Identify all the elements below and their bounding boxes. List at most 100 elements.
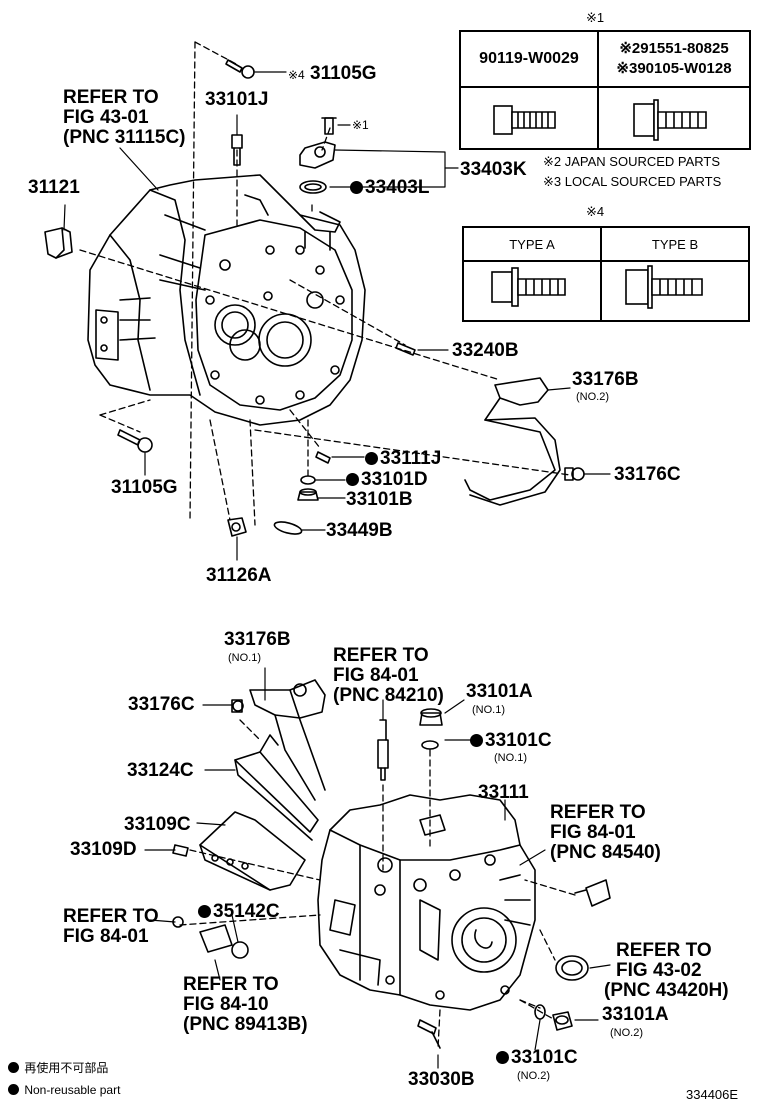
bolt-mark1-icon — [321, 117, 337, 135]
bracket-33176b-no2-icon — [464, 377, 561, 506]
leaders-bottom — [144, 667, 611, 1069]
label-33030b: 33030B — [408, 1069, 475, 1090]
label-33111: 33111 — [478, 782, 529, 803]
transmission-case-top — [87, 174, 366, 426]
label-33176b-no1: 33176B — [224, 629, 291, 650]
diagram-id: 334406E — [686, 1087, 739, 1102]
label-31126a: 31126A — [206, 565, 272, 586]
refer-c-line2: FIG 84-01 — [550, 822, 636, 843]
refer-c-line1: REFER TO — [550, 802, 646, 823]
stud-33101j-icon — [231, 134, 243, 166]
leaders-top — [63, 71, 611, 561]
table1-mark: ※1 — [586, 10, 605, 25]
pin-33111j-icon — [315, 451, 331, 464]
table1-col2: ※291551-80825 ※390105-W0128 — [597, 30, 751, 88]
bolt-33030b-icon — [417, 1019, 441, 1049]
label-33109c: 33109C — [124, 814, 191, 835]
table1-col2-line1: ※291551-80825 — [619, 40, 729, 57]
table2-img1 — [462, 260, 602, 322]
note-japan-sourced: ※2 JAPAN SOURCED PARTS — [543, 154, 721, 169]
refer-e-line3: (PNC 89413B) — [183, 1014, 308, 1035]
bolt-33176c-top-icon — [564, 467, 585, 481]
refer-b-line1: REFER TO — [333, 645, 429, 666]
refer-b-line2: FIG 84-01 — [333, 665, 419, 686]
label-33101j: 33101J — [205, 89, 269, 110]
mark4-ref: ※4 — [288, 68, 305, 82]
text-33101c-no1: 33101C — [485, 730, 552, 751]
label-33449b: 33449B — [326, 520, 393, 541]
label-33403k: 33403K — [460, 159, 527, 180]
part-31126a-icon — [227, 517, 247, 537]
table-bolt-types: TYPE A TYPE B — [462, 226, 750, 322]
bracket-33403k-icon — [299, 141, 336, 169]
refer-c-line3: (PNC 84540) — [550, 842, 661, 863]
legend-jp: 再使用不可部品 — [8, 1058, 108, 1078]
transaxle-case-bottom — [317, 794, 536, 1011]
plug-33101a-no2-icon — [552, 1011, 573, 1031]
label-31105g-top: ※4 31105G — [288, 64, 377, 85]
dashed-guides-bottom — [179, 719, 576, 1049]
table1-img1 — [459, 86, 599, 150]
label-33176b-no1-sub: (NO.1) — [228, 652, 261, 664]
refer-b-line3: (PNC 84210) — [333, 685, 444, 706]
non-reusable-dot — [496, 1051, 509, 1064]
refer-e-line1: REFER TO — [183, 974, 279, 995]
refer-f-line1: REFER TO — [616, 940, 712, 961]
table2-img2 — [600, 260, 750, 322]
label-31105g-bottom: 31105G — [111, 477, 178, 498]
label-33101c-no2: 33101C — [496, 1048, 578, 1068]
sensor-35142c-icon — [172, 916, 249, 959]
table2-mark: ※4 — [586, 204, 605, 219]
label-33101a-no1-sub: (NO.1) — [472, 704, 505, 716]
note-local-sourced: ※3 LOCAL SOURCED PARTS — [543, 174, 722, 189]
pin-33240b-icon — [395, 342, 416, 356]
non-reusable-dot — [346, 473, 359, 486]
text-33101c-no2: 33101C — [511, 1047, 578, 1068]
refer-a-line3: (PNC 31115C) — [63, 127, 186, 148]
plug-33101a-no1-icon — [419, 708, 443, 726]
label-31121: 31121 — [28, 177, 80, 198]
label-33176c-top: 33176C — [614, 464, 681, 485]
gasket-33449b-icon — [273, 521, 303, 535]
part-31121-icon — [44, 227, 73, 259]
label-33109d: 33109D — [70, 839, 137, 860]
table2-col1: TYPE A — [462, 226, 602, 262]
table1-col1: 90119-W0029 — [459, 30, 599, 88]
table2-col2: TYPE B — [600, 226, 750, 262]
plate-33124c-icon — [234, 734, 319, 841]
text-33403l: 33403L — [365, 177, 430, 198]
non-reusable-dot — [198, 905, 211, 918]
label-33101c-no1-sub: (NO.1) — [494, 752, 527, 764]
text-35142c: 35142C — [213, 901, 280, 922]
cover-33109c-icon — [199, 811, 306, 891]
refer-d-line1: REFER TO — [63, 906, 159, 927]
refer-f-line2: FIG 43-02 — [616, 960, 702, 981]
oil-seal-43420h-icon — [555, 955, 589, 981]
table1-col2-line2: ※390105-W0128 — [616, 60, 732, 77]
washer-33101d-icon — [300, 475, 316, 485]
label-33101a-no2: 33101A — [602, 1004, 669, 1025]
refer-d-line2: FIG 84-01 — [63, 926, 149, 947]
mark1-ref: ※1 — [352, 118, 369, 132]
label-33176b-no2-sub: (NO.2) — [576, 391, 609, 403]
washer-33101c-no1-icon — [421, 740, 439, 750]
text-31105g-top: 31105G — [310, 63, 377, 84]
non-reusable-dot — [350, 181, 363, 194]
refer-a-line2: FIG 43-01 — [63, 107, 149, 128]
legend-dot — [8, 1062, 19, 1073]
non-reusable-dot — [365, 452, 378, 465]
table-bolt-variants: 90119-W0029 ※291551-80825 ※390105-W0128 — [459, 30, 751, 150]
o-ring-33403l-icon — [299, 180, 327, 194]
text-33101d: 33101D — [361, 469, 428, 490]
label-33101c-no2-sub: (NO.2) — [517, 1070, 550, 1082]
label-33101a-no1: 33101A — [466, 681, 533, 702]
label-33124c: 33124C — [127, 760, 194, 781]
bolt-31105g-top-icon — [225, 59, 255, 79]
table1-img2 — [597, 86, 751, 150]
label-33101c-no1: 33101C — [470, 731, 552, 751]
label-33176b-no2: 33176B — [572, 369, 639, 390]
label-33403l: 33403L — [350, 178, 429, 198]
label-33240b: 33240B — [452, 340, 519, 361]
legend-en: Non-reusable part — [8, 1080, 120, 1100]
